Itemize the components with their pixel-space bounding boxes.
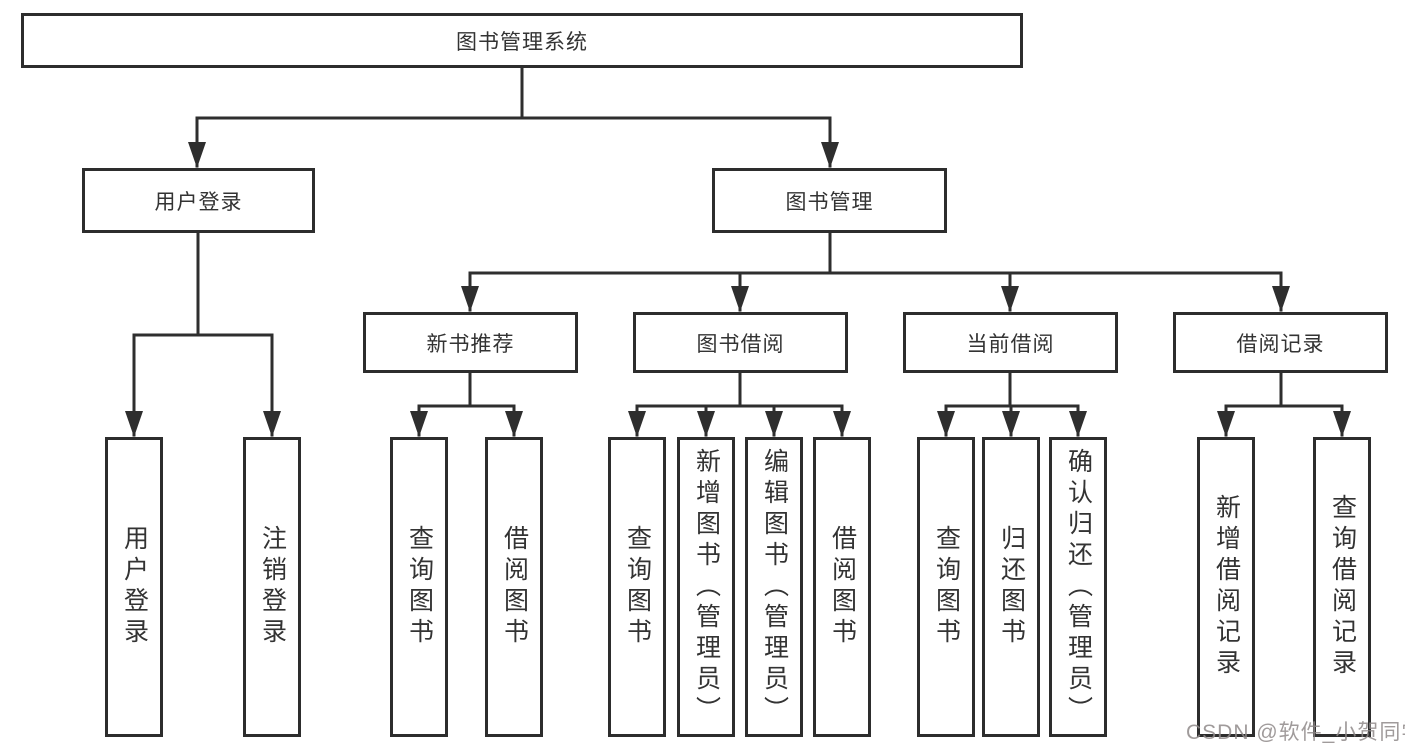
arrowhead-icons: [125, 142, 1351, 437]
leaf-node-query-books-current: 查询图书: [917, 437, 975, 737]
leaf-label: 注销登录: [258, 525, 287, 649]
leaf-node-add-books-admin: 新增图书（管理员）: [677, 437, 735, 737]
leaf-node-logout: 注销登录: [243, 437, 301, 737]
leaf-node-user-login: 用户登录: [105, 437, 163, 737]
leaf-label: 查询图书: [932, 525, 961, 649]
leaf-node-query-books-borrow: 查询图书: [608, 437, 666, 737]
module-node-new-book-recommend: 新书推荐: [363, 312, 578, 373]
leaf-label: 查询图书: [405, 525, 434, 649]
leaf-label: 查询借阅记录: [1328, 494, 1357, 680]
leaf-node-add-borrow-record: 新增借阅记录: [1197, 437, 1255, 737]
leaf-label: 归还图书: [997, 525, 1026, 649]
leaf-label: 查询图书: [623, 525, 652, 649]
leaf-node-borrow-books: 借阅图书: [813, 437, 871, 737]
leaf-node-borrow-books-recommend: 借阅图书: [485, 437, 543, 737]
leaf-node-edit-books-admin: 编辑图书（管理员）: [745, 437, 803, 737]
root-node-library-system: 图书管理系统: [21, 13, 1023, 68]
leaf-label: 新增图书（管理员）: [692, 447, 721, 727]
leaf-label: 确认归还（管理员）: [1064, 447, 1093, 727]
branch-node-user-login: 用户登录: [82, 168, 315, 233]
leaf-node-return-books: 归还图书: [982, 437, 1040, 737]
leaf-label: 编辑图书（管理员）: [760, 447, 789, 727]
leaf-label: 新增借阅记录: [1212, 494, 1241, 680]
branch-node-book-manage: 图书管理: [712, 168, 947, 233]
leaf-label: 借阅图书: [828, 525, 857, 649]
connector-stems: [132, 66, 1344, 437]
leaf-label: 借阅图书: [500, 525, 529, 649]
leaf-node-query-borrow-record: 查询借阅记录: [1313, 437, 1371, 737]
leaf-label: 用户登录: [120, 525, 149, 649]
module-node-borrow-record: 借阅记录: [1173, 312, 1388, 373]
module-node-current-borrow: 当前借阅: [903, 312, 1118, 373]
module-node-book-borrow: 图书借阅: [633, 312, 848, 373]
leaf-node-query-books-recommend: 查询图书: [390, 437, 448, 737]
leaf-node-confirm-return-admin: 确认归还（管理员）: [1049, 437, 1107, 737]
